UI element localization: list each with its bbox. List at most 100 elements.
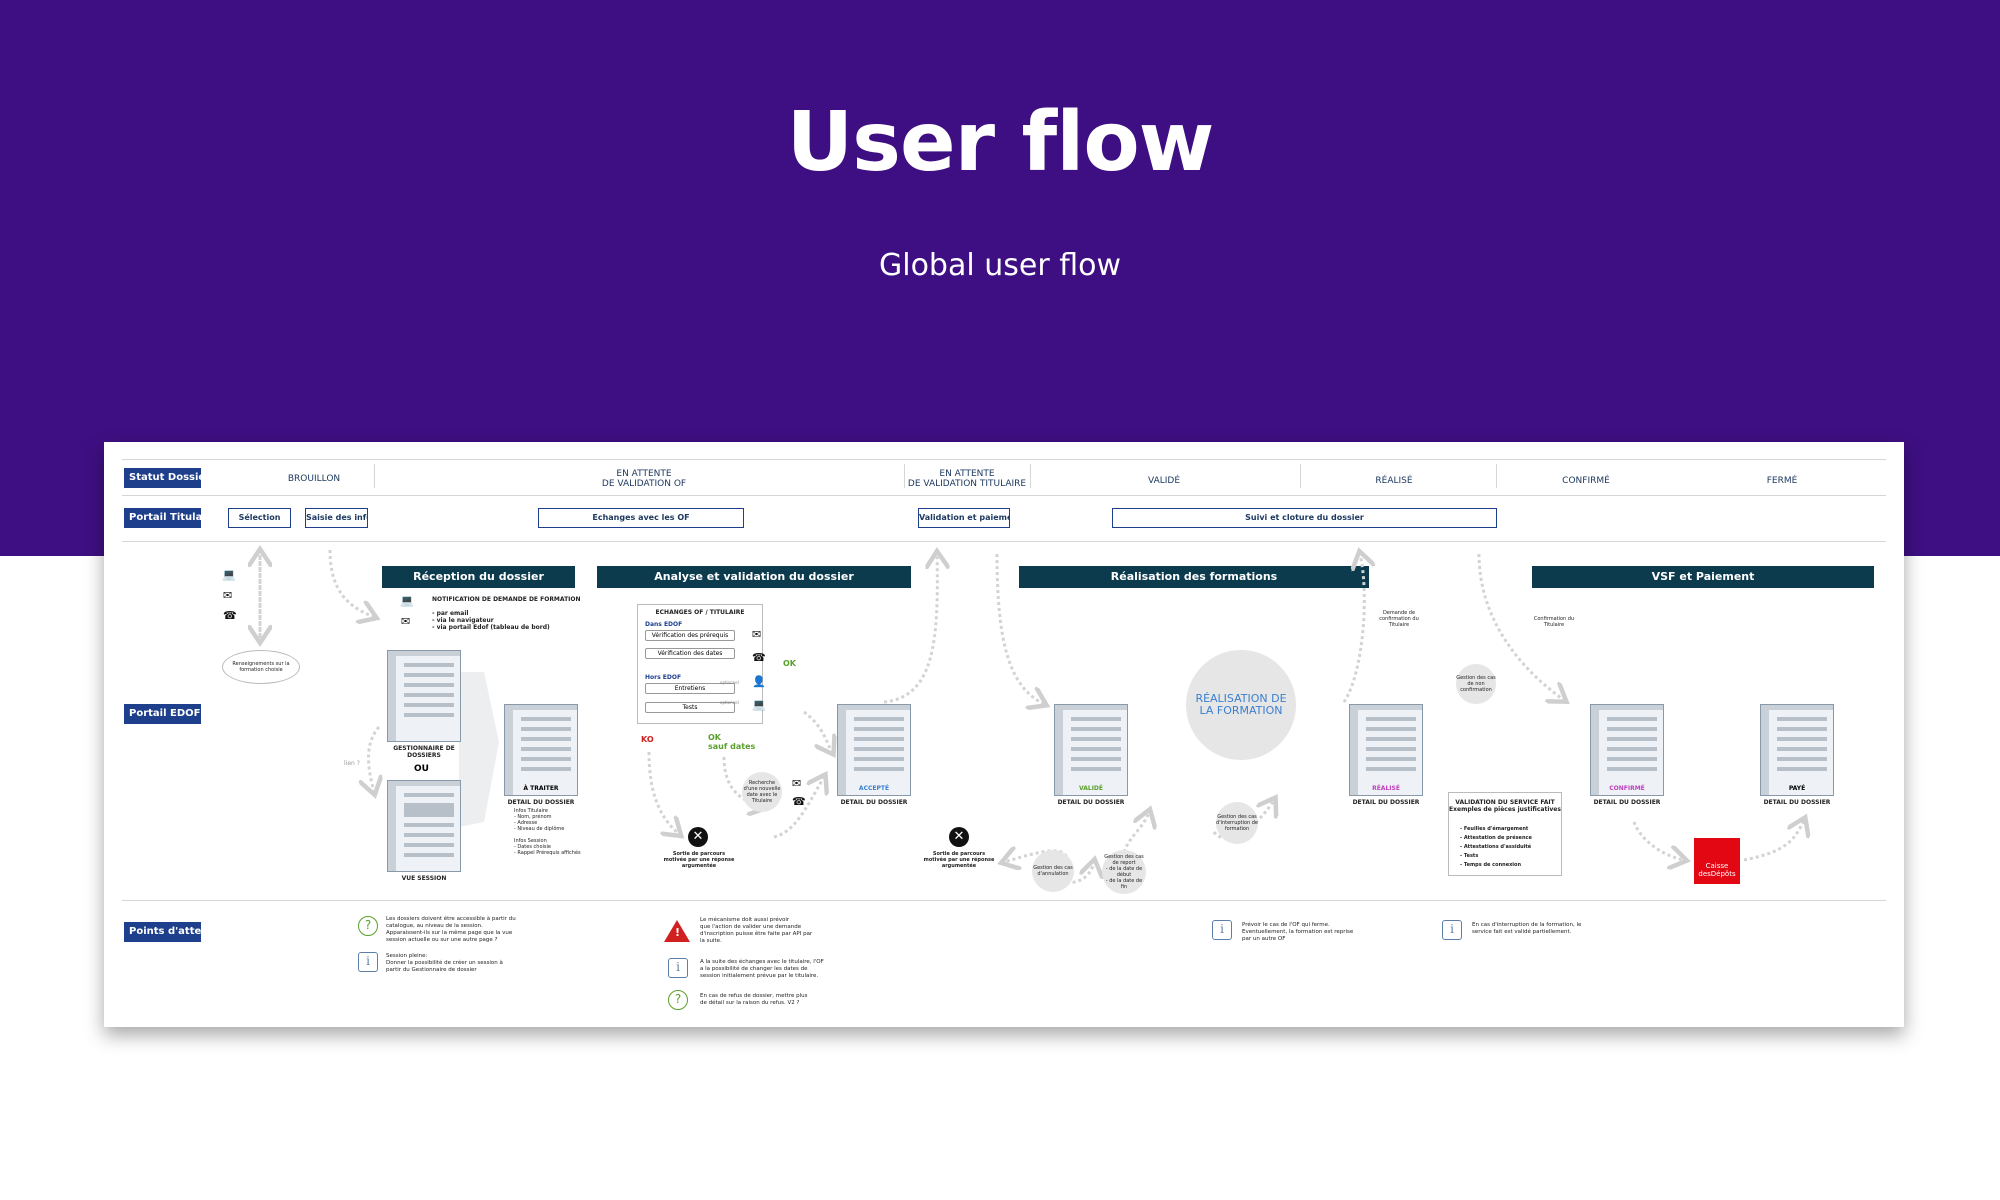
close-icon: ✕	[688, 827, 708, 847]
grid-line	[374, 464, 375, 488]
arrow	[1632, 821, 1684, 860]
detail-infos: Infos Titulaire - Nom, prénom - Adresse …	[514, 808, 581, 856]
step-suivi-cloture: Suivi et cloture du dossier	[1112, 508, 1497, 528]
phone-icon: ☎	[223, 609, 237, 622]
page-subtitle: Global user flow	[879, 248, 1121, 283]
phone-icon: ☎	[752, 651, 766, 664]
caption-vue-session: VUE SESSION	[401, 875, 447, 882]
step-saisie-infos: Saisie des infos	[305, 508, 368, 528]
laptop-icon: 💻	[222, 568, 236, 581]
note-of-ferme: Prévoir le cas de l'OF qui ferme. Eventu…	[1242, 922, 1354, 942]
arrow	[1122, 812, 1149, 853]
doc-status-label: CONFIRMÉ	[1609, 785, 1645, 792]
vsf-title: VALIDATION DU SERVICE FAIT Exemples de p…	[1449, 799, 1561, 813]
grid-line	[1496, 464, 1497, 488]
grid-line	[122, 541, 1886, 542]
renseignements-bubble: Renseignements sur la formation choisie	[222, 650, 300, 684]
optional-label: optionnel	[720, 700, 739, 705]
notification-title: NOTIFICATION DE DEMANDE DE FORMATION	[432, 596, 581, 603]
status-brouillon: BROUILLON	[287, 474, 341, 484]
phase-reception: Réception du dossier	[382, 566, 575, 588]
phase-analyse: Analyse et validation du dossier	[597, 566, 911, 588]
info-icon: i	[358, 952, 378, 972]
close-icon: ✕	[949, 827, 969, 847]
label-ou: OU	[414, 764, 429, 774]
doc-paye: PAYÉ	[1760, 704, 1834, 796]
mail-icon: ✉	[223, 589, 233, 602]
laptop-icon: 💻	[400, 594, 414, 607]
mail-icon: ✉	[401, 615, 411, 628]
phone-icon: ☎	[792, 795, 806, 808]
note-interruption: En cas d'interruption de la formation, l…	[1472, 922, 1582, 935]
flow-arrows	[104, 442, 1904, 885]
status-confirme: CONFIRMÉ	[1562, 476, 1610, 486]
caption-detail-dossier: DETAIL DU DOSSIER	[1352, 799, 1420, 806]
grid-line	[1300, 464, 1301, 488]
lane-portail-titulaire: Portail Titulaire	[124, 508, 201, 528]
laptop-icon: 💻	[752, 698, 766, 711]
question-icon: ?	[358, 916, 378, 936]
confirmation-titulaire-label: Confirmation du Titulaire	[1533, 616, 1575, 628]
caption-detail-dossier: DETAIL DU DOSSIER	[507, 799, 575, 806]
arrow	[883, 554, 937, 704]
lane-portail-edof: Portail EDOF	[124, 704, 201, 724]
info-icon: i	[668, 958, 688, 978]
arrow	[995, 553, 1044, 704]
note-api: Le mécanisme doit aussi prévoir que l'ac…	[700, 917, 813, 944]
question-icon: ?	[668, 990, 688, 1010]
realisation-formation-circle: RÉALISATION DE LA FORMATION	[1186, 650, 1296, 760]
status-ferme: FERMÉ	[1766, 476, 1798, 486]
note-refus: En cas de refus de dossier, mettre plus …	[700, 993, 808, 1006]
arrow	[328, 549, 374, 617]
lane-points-attention: Points d'attention	[124, 922, 201, 942]
phase-vsf-paiement: VSF et Paiement	[1532, 566, 1874, 588]
warning-icon	[664, 920, 690, 942]
interruption-circle: Gestion des cas d'interruption de format…	[1216, 802, 1258, 844]
ok-sauf-dates-label: OK sauf dates	[708, 733, 756, 751]
annulation-circle: Gestion des cas d'annulation	[1032, 850, 1074, 892]
verif-dates: Vérification des dates	[645, 648, 735, 659]
flow-diagram: Statut Dossier Portail Titulaire Portail…	[104, 442, 1904, 1027]
doc-a-traiter: À TRAITER	[504, 704, 578, 796]
doc-status-label: PAYÉ	[1788, 785, 1806, 792]
notification-channels: - par email - via le navigateur - via po…	[432, 610, 550, 631]
label-lien: lien ?	[344, 760, 360, 767]
grid-line	[122, 495, 1886, 496]
recherche-date-circle: Recherche d'une nouvelle date avec le Ti…	[742, 772, 782, 812]
info-icon: i	[1212, 920, 1232, 940]
doc-vue-session	[387, 780, 461, 872]
ko-label: KO	[641, 735, 654, 744]
caption-detail-dossier: DETAIL DU DOSSIER	[1763, 799, 1831, 806]
arrow	[803, 710, 832, 752]
lane-statut-dossier: Statut Dossier	[124, 468, 201, 488]
arrow	[369, 726, 379, 792]
step-echanges-of: Echanges avec les OF	[538, 508, 744, 528]
entretiens: Entretiens	[645, 683, 735, 694]
doc-accepte: ACCEPTÉ	[837, 704, 911, 796]
status-attente-titulaire: EN ATTENTE DE VALIDATION TITULAIRE	[907, 469, 1027, 489]
status-realise: RÉALISÉ	[1375, 476, 1413, 486]
person-icon: 👤	[752, 675, 766, 688]
arrow	[773, 777, 824, 839]
doc-confirme: CONFIRMÉ	[1590, 704, 1664, 796]
caisse-depots-logo: Caisse desDépôts	[1694, 838, 1740, 884]
caption-gestionnaire: GESTIONNAIRE DE DOSSIERS	[393, 745, 455, 759]
grid-line	[1030, 464, 1031, 488]
status-valide: VALIDÉ	[1147, 476, 1181, 486]
tests: Tests	[645, 702, 735, 713]
sortie-parcours-label: Sortie de parcours motivée par une répon…	[923, 851, 995, 869]
info-icon: i	[1442, 920, 1462, 940]
doc-realise: RÉALISÉ	[1349, 704, 1423, 796]
non-confirmation-circle: Gestion des cas de non confirmation	[1456, 664, 1496, 704]
doc-status-label: VALIDÉ	[1078, 785, 1103, 792]
grid-line	[904, 464, 905, 488]
note-dates: A la suite des échanges avec le titulair…	[700, 959, 824, 979]
status-attente-of: EN ATTENTE DE VALIDATION OF	[601, 469, 687, 489]
verif-prerequis: Vérification des prérequis	[645, 630, 735, 641]
arrow	[1477, 553, 1564, 700]
caption-detail-dossier: DETAIL DU DOSSIER	[1057, 799, 1125, 806]
doc-valide: VALIDÉ	[1054, 704, 1128, 796]
dans-edof-label: Dans EDOF	[645, 621, 683, 628]
caption-detail-dossier: DETAIL DU DOSSIER	[1593, 799, 1661, 806]
echanges-title: ECHANGES OF / TITULAIRE	[655, 609, 745, 616]
